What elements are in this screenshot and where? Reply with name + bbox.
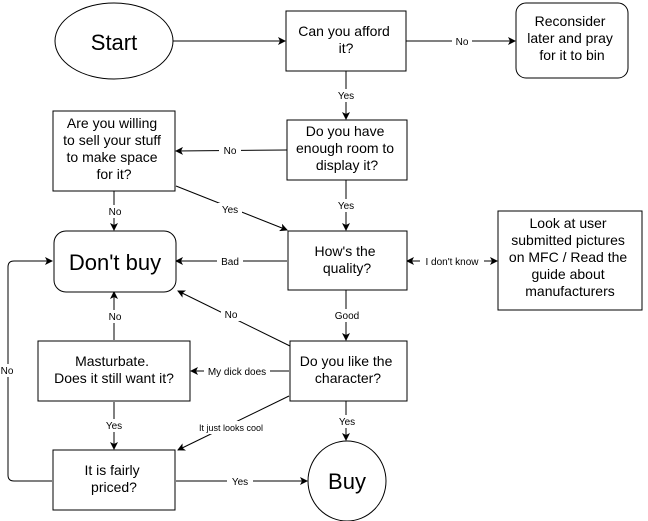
label-masturbate-no: No	[109, 312, 122, 323]
node-afford	[285, 10, 407, 72]
node-character	[289, 340, 408, 402]
node-masturbate	[37, 340, 191, 402]
node-fair	[52, 449, 176, 511]
label-afford-yes: Yes	[338, 91, 354, 102]
text-reconsider: Reconsider later and pray for it to bin	[527, 13, 617, 63]
label-masturbate-yes: Yes	[106, 421, 122, 432]
text-quality: How's the quality?	[315, 243, 380, 276]
label-character-dick: My dick does	[208, 367, 266, 378]
label-room-no: No	[224, 146, 237, 157]
node-look	[497, 210, 643, 311]
node-dont-buy	[53, 230, 177, 293]
label-fair-no: No	[1, 366, 14, 377]
text-masturbate: Masturbate. Does it still want it?	[54, 353, 174, 386]
label-afford-no: No	[456, 37, 469, 48]
text-character: Do you like the character?	[300, 353, 397, 386]
label-character-yes: Yes	[339, 417, 355, 428]
node-start	[54, 2, 174, 80]
node-reconsider	[515, 2, 629, 79]
label-quality-idk: I don't know	[425, 257, 479, 268]
label-quality-good: Good	[335, 311, 359, 322]
node-sell	[52, 110, 176, 192]
text-afford: Can you afford it?	[298, 23, 393, 56]
label-quality-bad: Bad	[221, 257, 239, 268]
label-sell-no: No	[109, 207, 122, 218]
text-dont-buy: Don't buy	[69, 250, 161, 275]
node-quality	[287, 230, 408, 291]
label-room-yes: Yes	[338, 201, 354, 212]
text-sell: Are you willing to sell your stuff to ma…	[63, 115, 165, 182]
label-character-cool: It just looks cool	[199, 423, 263, 433]
text-buy: Buy	[328, 469, 366, 494]
node-room	[286, 119, 408, 181]
node-buy	[307, 440, 387, 521]
text-room: Do you have enough room to display it?	[296, 123, 398, 173]
text-look: Look at user submitted pictures on MFC /…	[509, 215, 631, 299]
text-start: Start	[91, 30, 137, 55]
text-fair: It is fairly priced?	[84, 462, 143, 495]
label-sell-yes: Yes	[222, 205, 238, 216]
label-fair-yes: Yes	[232, 477, 248, 488]
label-character-no: No	[225, 310, 238, 321]
